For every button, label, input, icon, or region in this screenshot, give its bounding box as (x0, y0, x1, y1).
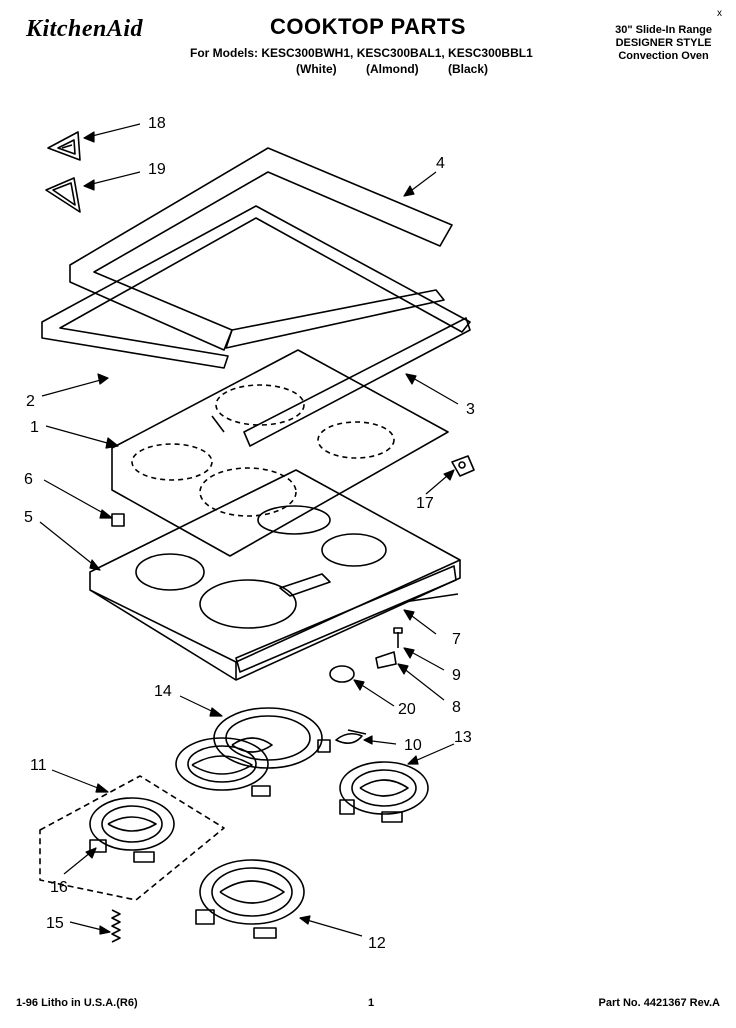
litho-note: 1-96 Litho in U.S.A.(R6) (16, 997, 138, 1009)
part-13-drawing (339, 761, 429, 823)
part-20-drawing (329, 665, 355, 683)
callout-16: 16 (50, 879, 68, 896)
color-almond: (Almond) (366, 62, 419, 76)
range-type: 30" Slide-In Range (615, 24, 712, 36)
callout-2: 2 (26, 393, 35, 410)
callout-1: 1 (30, 419, 39, 436)
callout-14: 14 (154, 683, 172, 700)
part-8-drawing (375, 651, 397, 669)
part-19-drawing (45, 177, 81, 213)
callout-11: 11 (30, 757, 47, 774)
callout-6: 6 (24, 471, 33, 488)
callout-19: 19 (148, 161, 166, 178)
part-17-drawing (451, 455, 475, 477)
callout-18: 18 (148, 115, 166, 132)
part-7-drawing (235, 565, 459, 673)
color-white: (White) (296, 62, 337, 76)
color-list: (White) (Almond) (Black) (296, 62, 514, 76)
callout-9: 9 (452, 667, 461, 684)
part-4-drawing (69, 147, 453, 351)
part-10-drawing (335, 729, 367, 744)
callout-7: 7 (452, 631, 461, 648)
page-title: COOKTOP PARTS (270, 14, 466, 39)
callout-10: 10 (404, 737, 422, 754)
range-description: 30" Slide-In Range DESIGNER STYLE Convec… (615, 24, 712, 63)
model-list: For Models: KESC300BWH1, KESC300BAL1, KE… (190, 46, 533, 60)
callout-4: 4 (436, 155, 445, 172)
part-15-drawing (111, 909, 121, 943)
part-2-3-drawing (41, 205, 471, 447)
part-6-drawing (111, 513, 125, 527)
callout-15: 15 (46, 915, 64, 932)
callout-20: 20 (398, 701, 416, 718)
part-9-drawing (393, 627, 403, 648)
range-oven: Convection Oven (618, 50, 709, 62)
part-11-16-drawing (39, 775, 225, 901)
part-14-drawing (175, 707, 331, 797)
part-12-drawing (195, 859, 305, 939)
page-number: 1 (368, 997, 375, 1009)
range-style: DESIGNER STYLE (615, 37, 712, 49)
callout-8: 8 (452, 699, 461, 716)
callout-13: 13 (454, 729, 472, 746)
leader-lines (39, 123, 459, 937)
callout-3: 3 (466, 401, 475, 418)
callout-17: 17 (416, 495, 434, 512)
part-18-drawing (47, 131, 81, 161)
part-number: Part No. 4421367 Rev.A (598, 997, 720, 1009)
callout-numbers: 18 19 4 2 3 1 6 5 17 7 9 8 20 10 13 14 1… (24, 115, 475, 952)
callout-5: 5 (24, 509, 33, 526)
callout-12: 12 (368, 935, 386, 952)
corner-mark: x (717, 8, 722, 19)
color-black: (Black) (448, 62, 489, 76)
brand-logo: KitchenAid (26, 16, 144, 42)
